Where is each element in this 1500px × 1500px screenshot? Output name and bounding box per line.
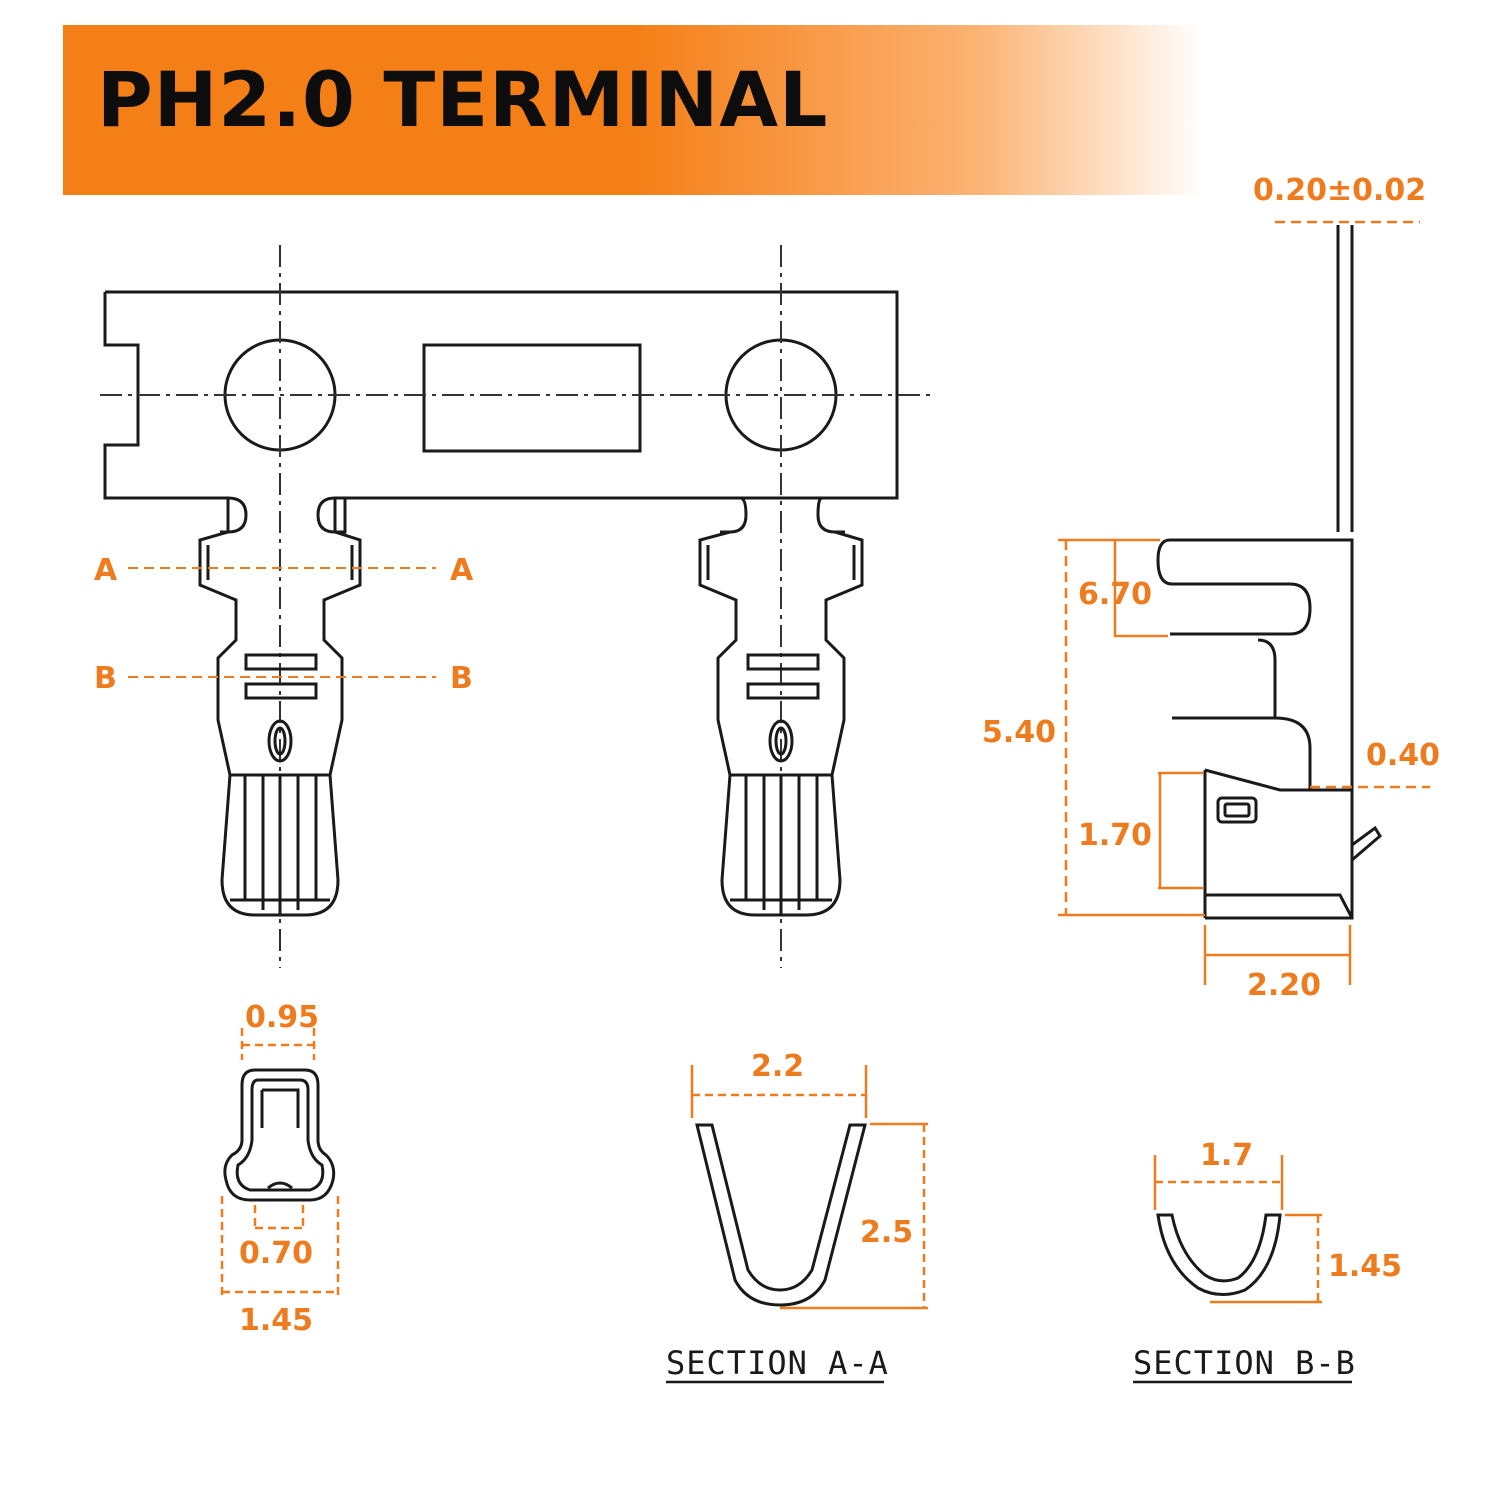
strip-window bbox=[422, 343, 642, 453]
section-bb-caption: SECTION B-B bbox=[1133, 1344, 1356, 1382]
dim-end-width: 1.45 bbox=[239, 1303, 313, 1338]
section-bb-profile bbox=[1156, 1213, 1282, 1296]
side-view bbox=[1156, 225, 1382, 920]
section-aa-caption: SECTION A-A bbox=[666, 1344, 889, 1382]
dim-end-inner: 0.70 bbox=[239, 1236, 313, 1271]
dim-offset: 0.40 bbox=[1366, 738, 1440, 773]
center-lines bbox=[100, 245, 935, 968]
dim-thickness: 0.20±0.02 bbox=[1253, 173, 1426, 208]
dim-aa-width: 2.2 bbox=[751, 1049, 804, 1084]
section-aa-profile bbox=[695, 1123, 867, 1307]
side-view-dimension-lines bbox=[1058, 220, 1430, 985]
section-marker-b-right: B bbox=[450, 661, 473, 696]
diagram-title: PH2.0 TERMINAL bbox=[97, 55, 829, 144]
terminal-left bbox=[198, 498, 362, 917]
dim-width-side: 2.20 bbox=[1247, 968, 1321, 1003]
dim-aa-height: 2.5 bbox=[860, 1215, 913, 1250]
carrier-strip bbox=[103, 290, 899, 534]
section-bb-dimension-lines bbox=[1153, 1155, 1322, 1304]
section-aa-dimension-lines bbox=[690, 1065, 928, 1310]
dim-height-total: 5.40 bbox=[982, 715, 1056, 750]
dim-end-top: 0.95 bbox=[245, 1000, 319, 1035]
end-view-dimension-lines bbox=[220, 1028, 340, 1298]
end-view bbox=[223, 1068, 336, 1202]
terminal-right bbox=[698, 530, 864, 917]
section-lines bbox=[128, 567, 436, 678]
dim-lower-part: 1.70 bbox=[1078, 818, 1152, 853]
section-marker-b-left: B bbox=[94, 661, 117, 696]
dim-bb-height: 1.45 bbox=[1328, 1249, 1402, 1284]
section-marker-a-right: A bbox=[450, 553, 474, 588]
pilot-hole-right bbox=[724, 338, 838, 452]
dim-bb-width: 1.7 bbox=[1200, 1138, 1253, 1173]
section-marker-a-left: A bbox=[94, 553, 118, 588]
title-banner bbox=[63, 25, 1203, 195]
dim-upper-part: 6.70 bbox=[1078, 577, 1152, 612]
